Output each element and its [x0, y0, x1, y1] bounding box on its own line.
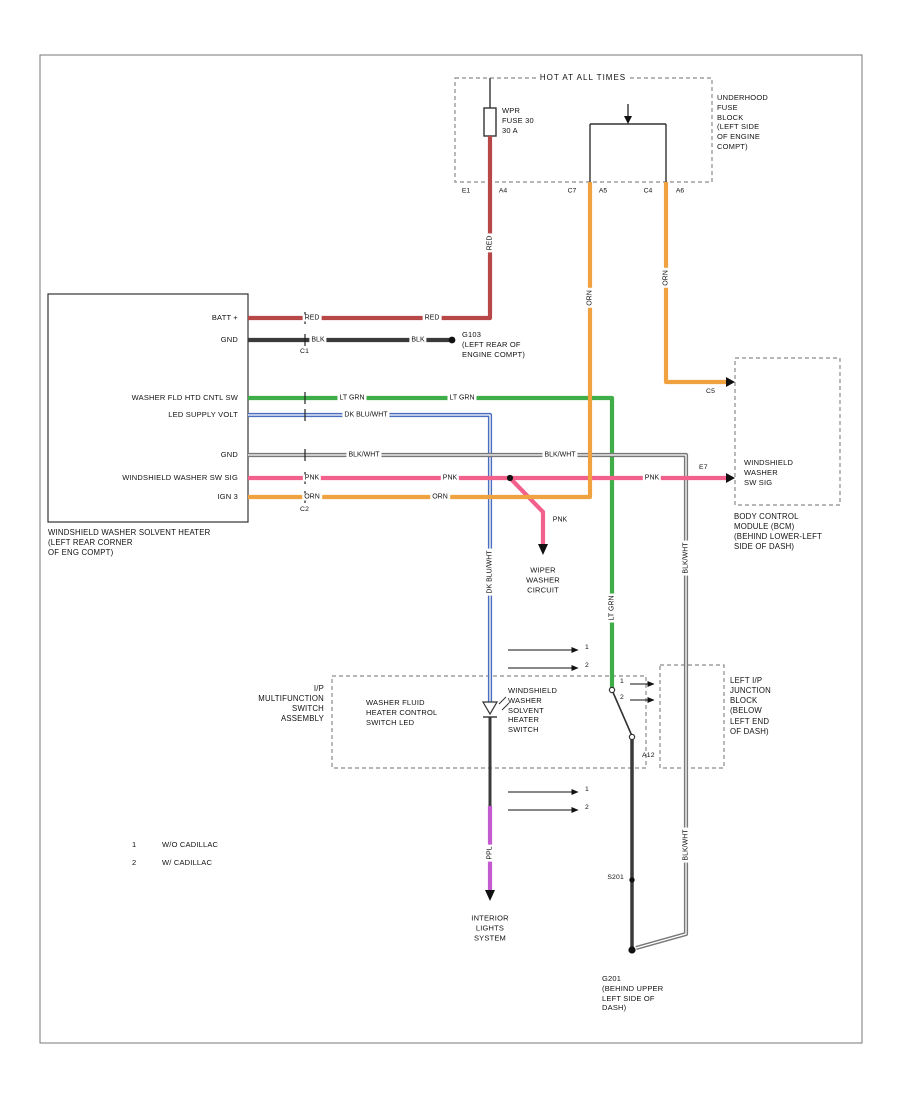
- variant-marker-2b: 2: [585, 804, 589, 811]
- wire-pnk-branch: [508, 476, 546, 544]
- wire-label-pnk-1: PNK: [302, 474, 322, 482]
- hot-at-all-times-label: HOT AT ALL TIMES: [537, 73, 629, 82]
- wire-label-red-2: RED: [422, 314, 442, 322]
- connector-c2-label: C2: [300, 506, 310, 513]
- underhood-fuse-block-label: UNDERHOOD FUSE BLOCK (LEFT SIDE OF ENGIN…: [717, 93, 768, 151]
- diagram-border: [39, 54, 863, 1044]
- wire-label-dkblu-1: DK BLU/WHT: [342, 411, 390, 419]
- legend-2-num: 2: [132, 858, 137, 867]
- bcm-caption: BODY CONTROL MODULE (BCM) (BEHIND LOWER-…: [734, 512, 823, 552]
- wire-label-blkwht-3: BLK/WHT: [682, 540, 690, 576]
- wire-dkblu-stripe: [248, 414, 491, 702]
- wire-label-blkwht-4: BLK/WHT: [682, 827, 690, 863]
- ground-g201-dot: [628, 946, 636, 954]
- pin-e1: E1: [459, 187, 473, 196]
- variant-marker-2a: 2: [585, 662, 589, 669]
- switch-symbols: [481, 686, 636, 741]
- wire-label-red-1: RED: [302, 314, 322, 322]
- terminal-batt: BATT +: [211, 313, 238, 322]
- connector-c1-label: C1: [300, 348, 310, 355]
- heater-module-caption: WINDSHIELD WASHER SOLVENT HEATER (LEFT R…: [48, 528, 211, 558]
- wire-blkwht-stripe: [248, 454, 687, 949]
- wiper-washer-circuit-label: WIPER WASHER CIRCUIT: [526, 565, 560, 594]
- terminal-led-supply: LED SUPPLY VOLT: [168, 410, 238, 419]
- legend-1-text: W/O CADILLAC: [162, 840, 219, 849]
- led-symbol-icon: [481, 701, 499, 716]
- terminal-washer-sig: WINDSHIELD WASHER SW SIG: [122, 473, 238, 482]
- wire-red-batt: [248, 136, 493, 321]
- legend-2-text: W/ CADILLAC: [162, 858, 213, 867]
- junction-block-caption: LEFT I/P JUNCTION BLOCK (BELOW LEFT END …: [730, 676, 772, 736]
- wire-label-ltgrn-1: LT GRN: [337, 394, 367, 402]
- splice-dots: [448, 336, 636, 954]
- wire-label-orn-2: ORN: [430, 493, 450, 501]
- wire-label-blk-1: BLK: [309, 336, 327, 344]
- pin-a5: A5: [596, 187, 610, 196]
- terminal-gnd1: GND: [220, 335, 238, 344]
- washer-led-label: WASHER FLUID HEATER CONTROL SWITCH LED: [366, 698, 438, 727]
- ppl-arrow-icon: [485, 890, 495, 901]
- wire-label-blk-2: BLK: [409, 336, 427, 344]
- variant-marker-1b: 1: [585, 786, 589, 793]
- wire-label-pnk-3: PNK: [642, 474, 662, 482]
- wiring-layer: [248, 136, 731, 951]
- multifunction-caption: I/P MULTIFUNCTION SWITCH ASSEMBLY: [258, 684, 324, 724]
- wire-ltgrn-control: [248, 395, 615, 690]
- ground-g201-label: G201 (BEHIND UPPER LEFT SIDE OF DASH): [602, 974, 664, 1013]
- splice-s201-dot: [629, 877, 635, 883]
- variant-marker-1a: 1: [585, 644, 589, 651]
- wire-orn-ign3: [248, 182, 593, 500]
- washer-solvent-heater-box: [47, 293, 249, 523]
- bcm-box: [734, 357, 841, 506]
- wire-label-blkwht-2: BLK/WHT: [542, 451, 578, 459]
- pnk-splice-dot: [506, 474, 514, 482]
- pnk-branch-arrow-icon: [538, 544, 548, 555]
- washer-switch-blade: [611, 689, 633, 737]
- wire-label-pnk-4: PNK: [550, 516, 570, 524]
- fuse-label: WPR FUSE 30 30 A: [502, 106, 534, 135]
- switch-contact-bottom: [628, 733, 636, 741]
- bcm-pin-e7-label: E7: [699, 464, 708, 471]
- wire-orn-bcm: [663, 182, 731, 385]
- splice-s201-label: S201: [607, 874, 624, 881]
- junction-pin-a12-label: A12: [642, 752, 655, 759]
- wire-label-ltgrn-3: LT GRN: [608, 593, 616, 623]
- wire-label-red-3: RED: [486, 233, 494, 253]
- pin-c7: C7: [565, 187, 579, 196]
- wire-label-orn-4: ORN: [662, 268, 670, 288]
- bcm-conn-c5-label: C5: [706, 388, 716, 395]
- variant-marker-2c: 2: [620, 694, 624, 701]
- switch-contact-top: [608, 686, 616, 694]
- wire-label-ltgrn-2: LT GRN: [447, 394, 477, 402]
- legend-1-num: 1: [132, 840, 137, 849]
- terminal-ign3: IGN 3: [217, 492, 238, 501]
- interior-lights-label: INTERIOR LIGHTS SYSTEM: [471, 913, 509, 942]
- wire-label-ppl: PPL: [486, 844, 494, 862]
- bcm-input-label: WINDSHIELD WASHER SW SIG: [744, 458, 794, 487]
- wire-label-orn-3: ORN: [586, 288, 594, 308]
- wire-label-dkblu-2: DK BLU/WHT: [486, 548, 494, 596]
- pnk-bcm-arrow-icon: [726, 473, 735, 483]
- arrowheads: [485, 377, 735, 901]
- orn-bcm-arrow-icon: [726, 377, 735, 387]
- bus-feed-arrow-icon: [624, 116, 632, 124]
- pin-a6: A6: [673, 187, 687, 196]
- terminal-control-sw: WASHER FLD HTD CNTL SW: [131, 393, 238, 402]
- led-ray-2: [501, 702, 510, 711]
- pin-a4: A4: [496, 187, 510, 196]
- wire-label-pnk-2: PNK: [440, 474, 460, 482]
- wire-label-orn-1: ORN: [302, 493, 322, 501]
- pin-c4: C4: [641, 187, 655, 196]
- variant-arrows: [508, 647, 655, 813]
- junction-block-box: [659, 664, 725, 769]
- variant-marker-1c: 1: [620, 678, 624, 685]
- ground-g103-label: G103 (LEFT REAR OF ENGINE COMPT): [462, 330, 526, 359]
- washer-switch-label: WINDSHIELD WASHER SOLVENT HEATER SWITCH: [508, 686, 558, 734]
- wire-label-blkwht-1: BLK/WHT: [346, 451, 382, 459]
- led-ray-1: [498, 696, 507, 705]
- terminal-gnd2: GND: [220, 450, 238, 459]
- ground-g103-dot: [448, 336, 456, 344]
- fuse-symbol: [483, 107, 497, 137]
